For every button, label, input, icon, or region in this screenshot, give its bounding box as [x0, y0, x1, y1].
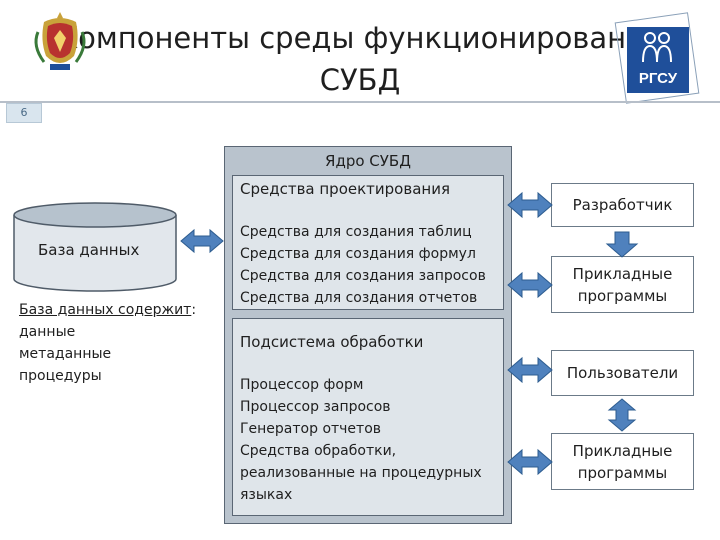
double-arrow-icon [507, 448, 553, 476]
double-arrow-icon [507, 271, 553, 299]
design-tool-item: Средства для создания отчетов [240, 290, 478, 306]
contains-item: процедуры [19, 368, 102, 384]
design-tools-box [232, 175, 504, 310]
dbms-core-title: Ядро СУБД [325, 152, 411, 170]
logo-frame [614, 12, 700, 104]
applications-label-line: Прикладные [572, 264, 673, 283]
applications-label-line: Прикладные [572, 441, 673, 460]
down-arrow-icon [605, 231, 639, 258]
applications-box-1: Прикладные программы [551, 256, 694, 313]
processing-item: языках [240, 487, 293, 503]
processing-item: реализованные на процедурных [240, 465, 482, 481]
database-contains-title: База данных содержит [19, 302, 192, 318]
design-tool-item: Средства для создания таблиц [240, 224, 472, 240]
users-label: Пользователи [566, 364, 679, 382]
database-contains-heading: База данных содержит: [19, 302, 196, 318]
title-line-2: СУБД [319, 63, 401, 97]
processing-item: Процессор форм [240, 377, 364, 393]
applications-label-line: программы [577, 286, 668, 305]
database-contains-colon: : [191, 302, 197, 318]
header-divider [0, 101, 720, 103]
processing-item: Процессор запросов [240, 399, 391, 415]
developer-label: Разработчик [572, 196, 673, 214]
rgsu-logo: РГСУ [627, 27, 689, 93]
design-tool-item: Средства для создания запросов [240, 268, 486, 284]
applications-label-line: программы [577, 463, 668, 482]
rgsu-figures-icon [642, 32, 672, 63]
design-tool-item: Средства для создания формул [240, 246, 476, 262]
double-arrow-icon [507, 191, 553, 219]
vertical-double-arrow-icon [607, 398, 637, 432]
database-label: База данных [38, 241, 140, 259]
processing-subsystem-title: Подсистема обработки [240, 333, 424, 351]
design-tools-title: Средства проектирования [240, 180, 450, 198]
double-arrow-icon [180, 228, 224, 254]
developer-box: Разработчик [551, 183, 694, 227]
processing-item: Средства обработки, [240, 443, 397, 459]
applications-box-2: Прикладные программы [551, 433, 694, 490]
double-arrow-icon [507, 356, 553, 384]
users-box: Пользователи [551, 350, 694, 396]
processing-subsystem-box [232, 318, 504, 516]
title-line-1: Компоненты среды функционирования [57, 21, 663, 55]
contains-item: метаданные [19, 346, 112, 362]
rgsu-logo-text: РГСУ [638, 70, 678, 87]
contains-item: данные [19, 324, 76, 340]
slide-number: 6 [6, 103, 42, 123]
processing-item: Генератор отчетов [240, 421, 382, 437]
